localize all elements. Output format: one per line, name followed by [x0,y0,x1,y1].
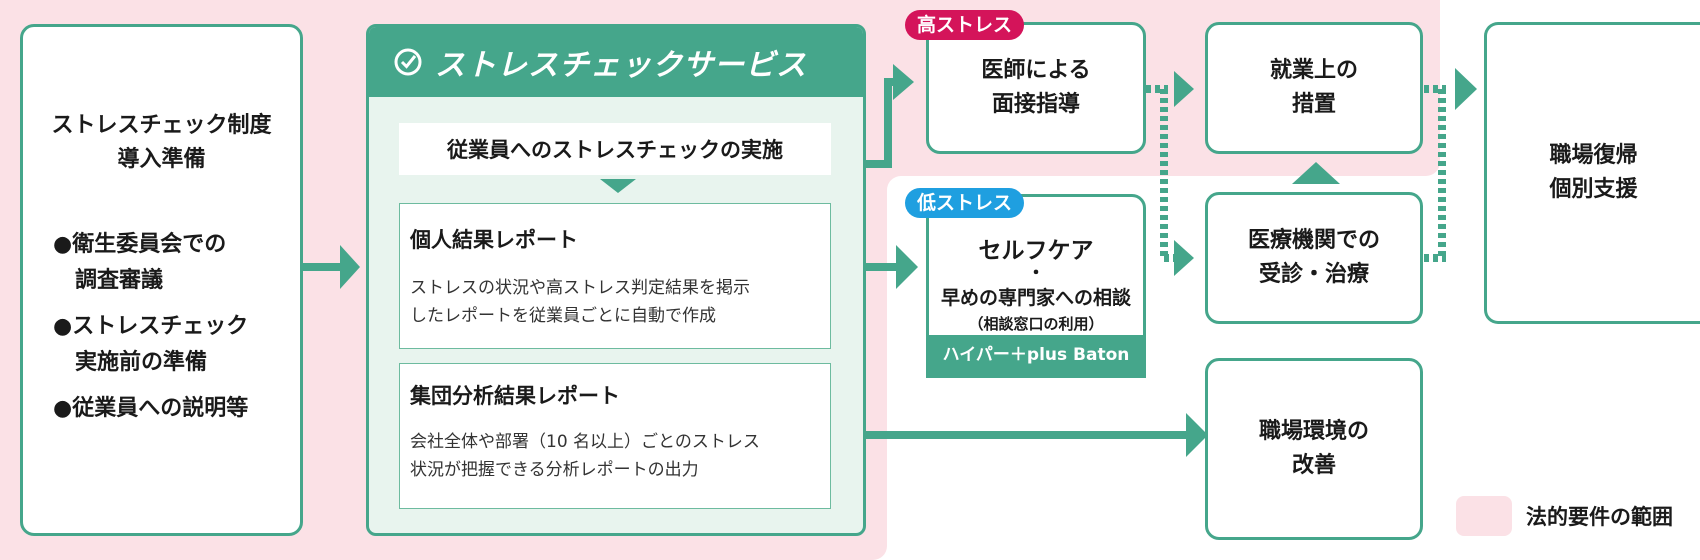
legal-scope-corner-cut [887,176,909,198]
arrow-group-to-environment-head [1186,413,1208,457]
prep-item: ●ストレスチェック 実施前の準備 [53,314,249,375]
service-header-title: ストレスチェックサービス [435,48,807,83]
medical-treatment-box: 医療機関での 受診・治療 [1205,192,1423,324]
group-report-desc: 会社全体や部署（10 名以上）ごとのストレス 状況が把握できる分析レポートの出力 [410,432,760,480]
return-to-work-box: 職場復帰 個別支援 [1484,22,1700,324]
legend: 法的要件の範囲 [1456,496,1673,536]
self-care-footer: ハイパー＋plus Baton [929,335,1143,375]
workplace-environment-box: 職場環境の 改善 [1205,358,1423,540]
self-care-dot: ・ [1027,263,1045,284]
individual-report-title: 個人結果レポート [410,228,578,252]
prep-title: ストレスチェック制度 導入準備 [51,113,272,172]
low-stress-tag: 低ストレス [905,188,1025,218]
self-care-title: セルフケア [978,238,1094,264]
individual-report-box: 個人結果レポート ストレスの状況や高ストレス判定結果を掲示 したレポートを従業員… [399,203,831,349]
step-down-arrow [600,179,636,193]
service-header: ストレスチェックサービス [369,27,863,97]
arrow-doctor-to-medical-head [1174,240,1194,276]
employment-measures-box: 就業上の 措置 [1205,22,1423,154]
prep-items: ●衛生委員会での 調査審議 ●ストレスチェック 実施前の準備 ●従業員への説明等 [53,227,248,427]
arrow-to-return-head [1455,68,1477,110]
legend-swatch [1456,496,1512,536]
self-care-line2: 早めの専門家への相談 [940,287,1131,309]
arrow-group-to-environment [828,431,1188,439]
arrow-prep-to-service [301,263,341,271]
check-circle-icon [393,47,423,77]
arrow-service-to-high-head [893,64,914,100]
group-report-title: 集団分析結果レポート [410,384,620,408]
step-banner: 従業員へのストレスチェックの実施 [399,123,831,175]
arrow-prep-to-service-head [340,245,360,289]
arrow-service-to-high [865,78,896,168]
arrow-medical-to-measures-head [1292,162,1340,184]
service-panel: ストレスチェックサービス 従業員へのストレスチェックの実施 個人結果レポート ス… [366,24,866,536]
self-care-box: セルフケア ・ 早めの専門家への相談 （相談窓口の利用） ハイパー＋plus B… [926,194,1146,378]
prep-item: ●衛生委員会での 調査審議 [53,232,227,293]
high-stress-tag: 高ストレス [905,10,1025,40]
doctor-interview-box: 医師による 面接指導 [926,22,1146,154]
individual-report-desc: ストレスの状況や高ストレス判定結果を掲示 したレポートを従業員ごとに自動で作成 [410,278,750,326]
self-care-note: （相談窓口の利用） [968,315,1104,333]
arrow-doctor-to-measures-head [1174,71,1194,107]
arrow-individual-to-low-head [896,245,918,289]
prep-item: ●従業員への説明等 [53,396,249,421]
prep-box: ストレスチェック制度 導入準備 ●衛生委員会での 調査審議 ●ストレスチェック … [20,24,303,536]
group-report-box: 集団分析結果レポート 会社全体や部署（10 名以上）ごとのストレス 状況が把握で… [399,363,831,509]
legend-label: 法的要件の範囲 [1526,505,1673,529]
